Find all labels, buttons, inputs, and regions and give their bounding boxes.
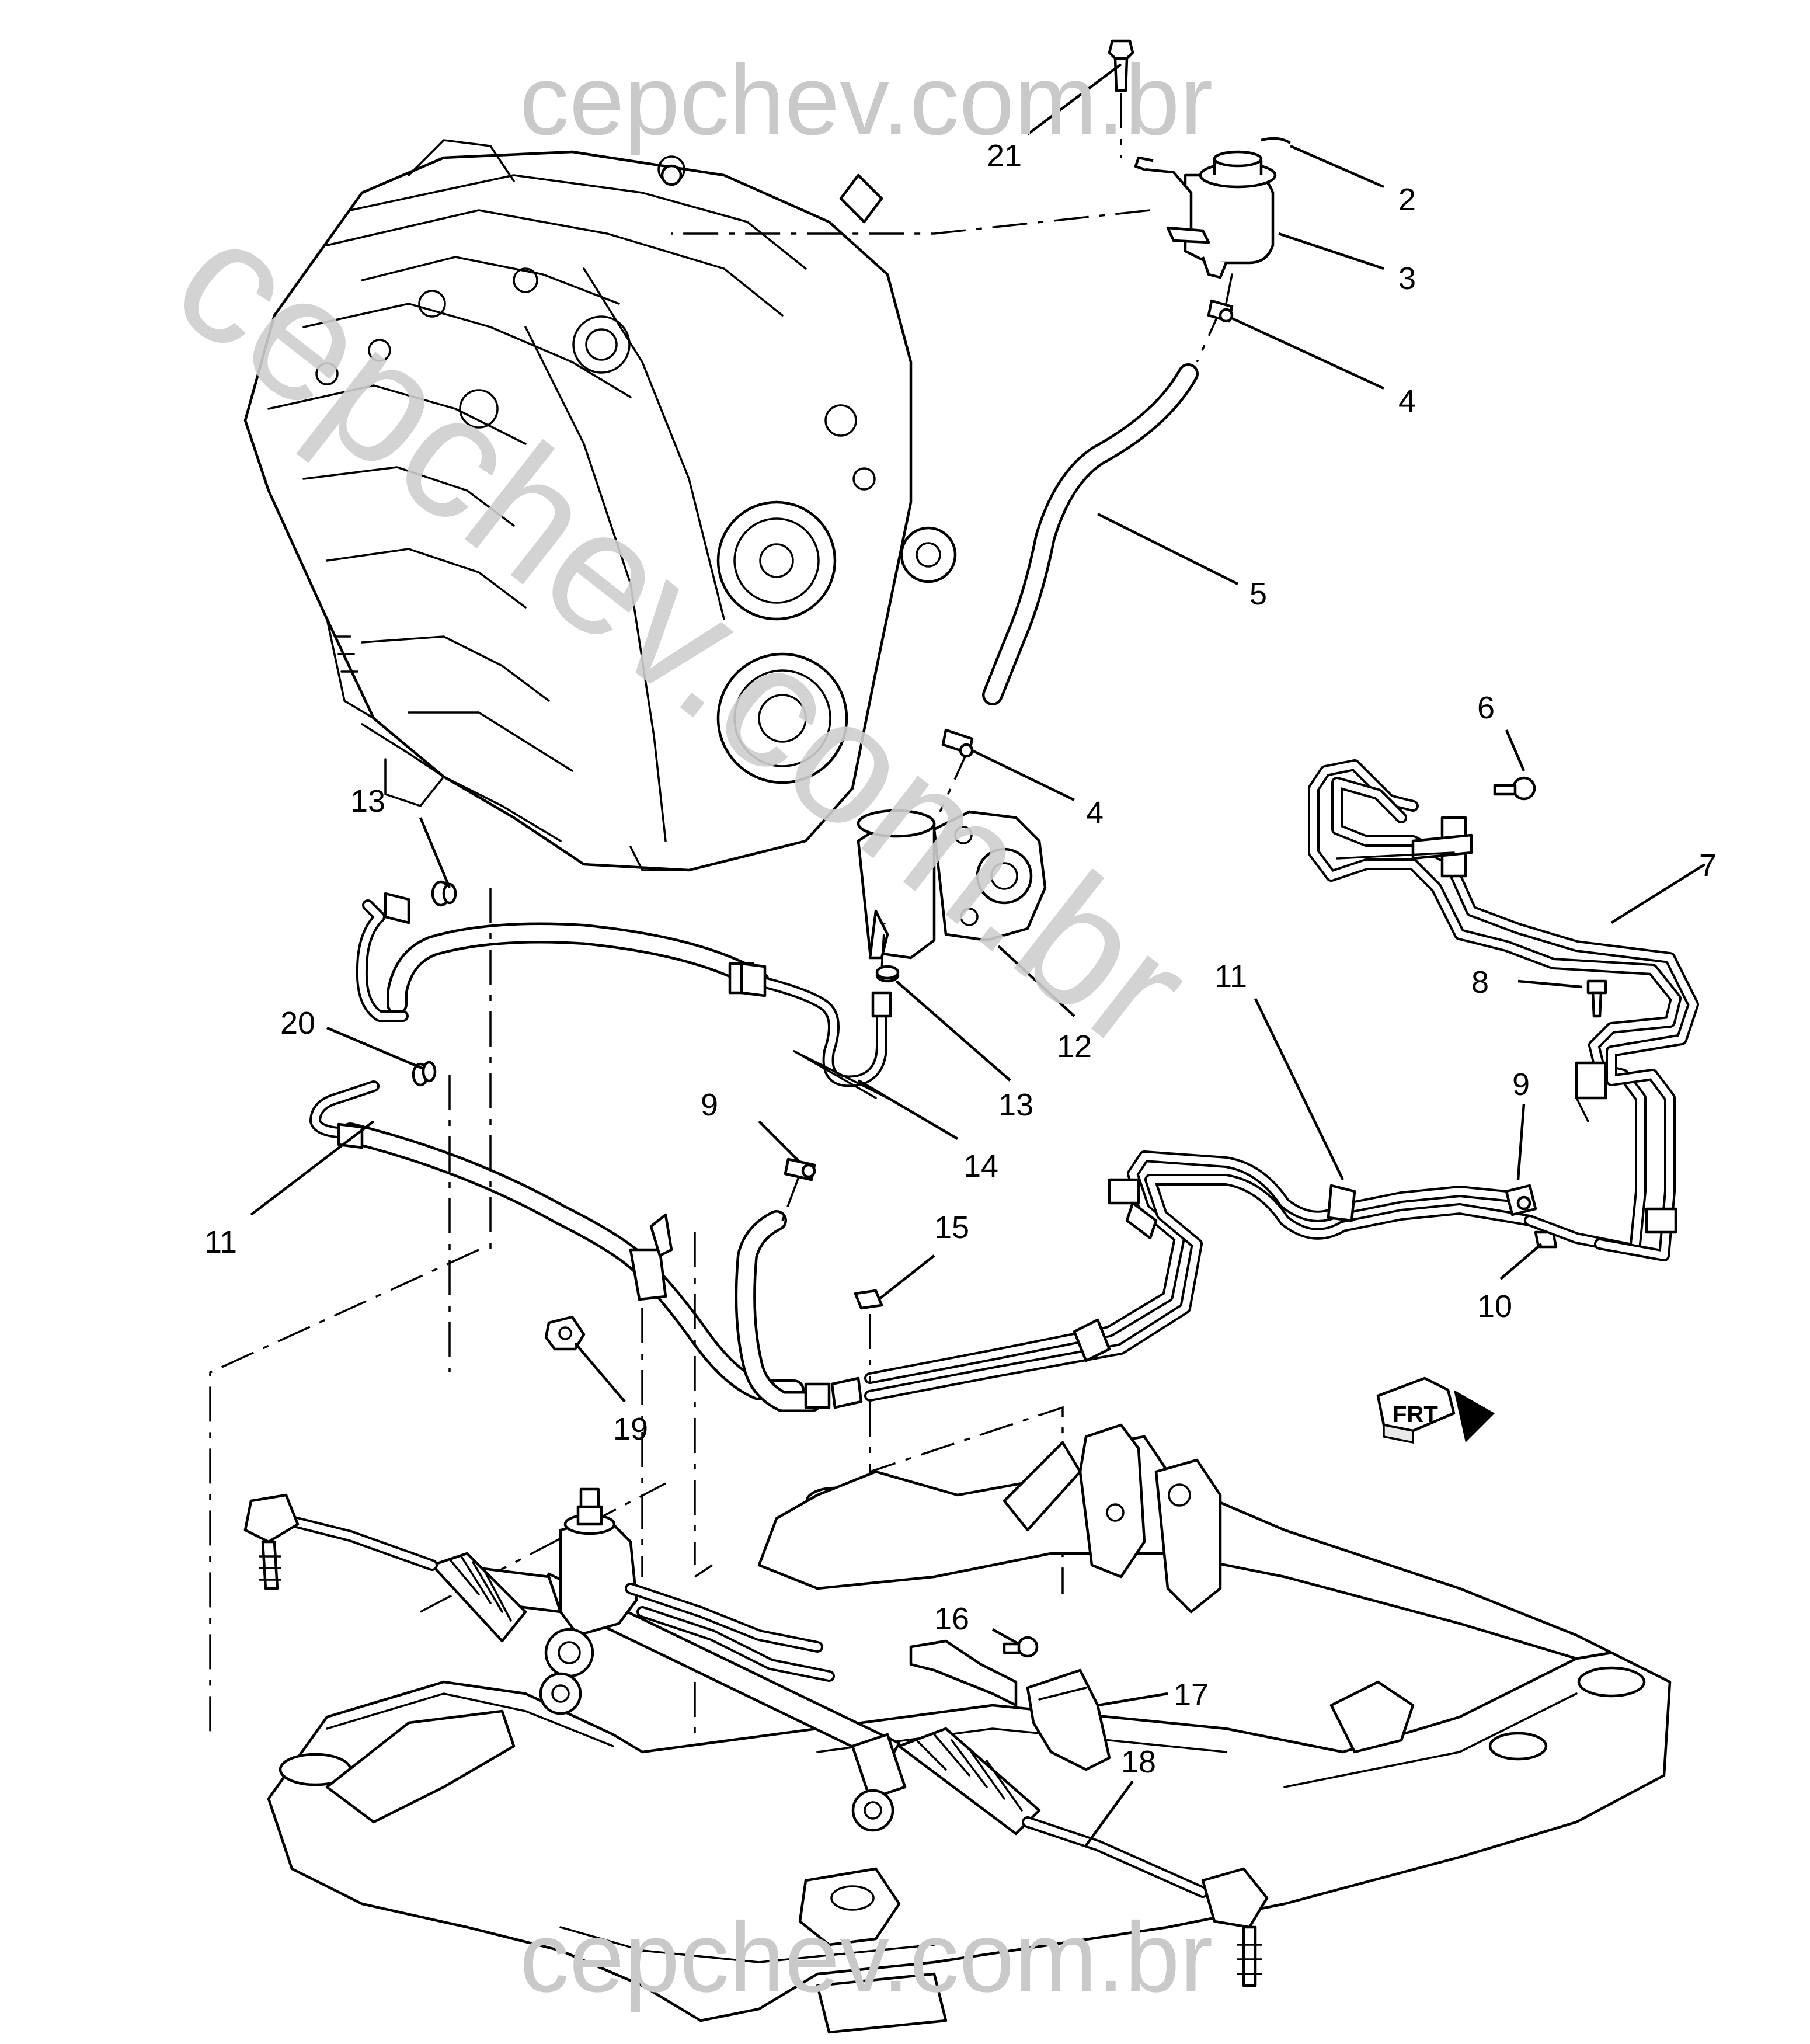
- reservoir-cap: [1261, 137, 1292, 144]
- callout-17: 17: [1174, 1677, 1209, 1712]
- frt-indicator: FRT: [1376, 1376, 1495, 1444]
- callout-8: 8: [1471, 965, 1489, 1000]
- callout-4-lower: 4: [1086, 795, 1104, 830]
- callout-4-upper: 4: [1398, 384, 1416, 419]
- callout-2: 2: [1398, 182, 1416, 217]
- callout-3: 3: [1398, 261, 1416, 296]
- callout-11-right: 11: [1214, 959, 1247, 994]
- callout-11-left: 11: [204, 1225, 237, 1260]
- bolt-8: [1586, 979, 1607, 1018]
- callout-9-right: 9: [1512, 1067, 1530, 1102]
- return-pipe-left: [309, 1062, 805, 1400]
- callout-labels: 21 2 3 4 5 4 6 7 8 9 10 11 12 13 13 14 2…: [204, 138, 1717, 1779]
- steering-gear: [243, 1487, 1269, 1987]
- seal-13-upper: [442, 882, 457, 905]
- supply-hose: [735, 1173, 863, 1412]
- hose-clamp-lower: [941, 728, 974, 758]
- reservoir-hose: [939, 273, 1233, 812]
- leader-lines: [250, 63, 1706, 1847]
- callout-19: 19: [613, 1412, 648, 1447]
- frt-label: FRT: [1393, 1402, 1438, 1427]
- callout-7: 7: [1699, 848, 1717, 883]
- callout-10: 10: [1477, 1289, 1512, 1324]
- callout-6: 6: [1477, 690, 1495, 725]
- reservoir: [1134, 150, 1277, 279]
- cooler-pipe: [1308, 759, 1699, 1261]
- callout-14: 14: [963, 1149, 998, 1184]
- nut-19: [544, 1315, 586, 1351]
- mount-dash-line: [671, 209, 1151, 235]
- callout-21: 21: [987, 138, 1022, 173]
- callout-9-left: 9: [701, 1087, 718, 1122]
- callout-12: 12: [1057, 1029, 1092, 1064]
- hose-clamp-upper: [1207, 299, 1234, 323]
- power-steering-pump: [857, 809, 1047, 960]
- seal-20: [422, 1061, 437, 1083]
- engine-cradle: [267, 1423, 1672, 2034]
- bolt-6: [1493, 776, 1536, 801]
- clamp-left: [784, 1157, 816, 1181]
- clamp-right: [1505, 1184, 1537, 1216]
- return-pipe-right: [864, 1150, 1536, 1402]
- callout-20: 20: [280, 1006, 315, 1041]
- callout-18: 18: [1121, 1744, 1156, 1779]
- seal-13-pump: [875, 965, 900, 980]
- watermark-bottom: cepchev.com.br: [520, 1902, 1213, 2013]
- callout-13-upper: 13: [350, 784, 385, 819]
- bolt-16: [1003, 1636, 1039, 1658]
- bolt-21: [1108, 39, 1134, 158]
- nut-15: [854, 1289, 883, 1384]
- watermark-top: cepchev.com.br: [520, 45, 1213, 156]
- callout-5: 5: [1249, 576, 1267, 611]
- pressure-hose: [356, 880, 900, 1099]
- callout-16: 16: [934, 1601, 969, 1636]
- callout-15: 15: [934, 1210, 969, 1245]
- callout-13-pump: 13: [998, 1087, 1033, 1122]
- heat-shield: [909, 1639, 1111, 1771]
- engine-assembly: [243, 139, 957, 872]
